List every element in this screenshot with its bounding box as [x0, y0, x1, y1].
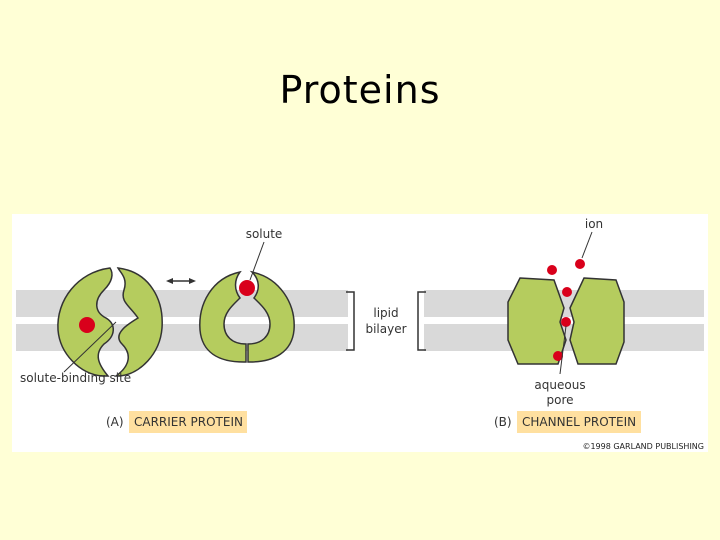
panel-b-letter: (B) [494, 415, 512, 429]
membrane-protein-figure: solute solute-binding site lipid bilayer… [12, 214, 708, 452]
aqueous-label: aqueous [534, 378, 585, 392]
channel-protein [507, 277, 625, 365]
solute-at-binding-site [79, 317, 95, 333]
solute-label: solute [246, 227, 283, 241]
ion-1 [547, 265, 557, 275]
ion-label: ion [585, 217, 603, 231]
solute-pointer [249, 241, 265, 281]
lipid-label: lipid [373, 306, 398, 320]
conformational-change-arrow [166, 278, 196, 284]
panel-b-tag [517, 411, 641, 433]
pore-pointer [559, 325, 567, 375]
panel-a-title: CARRIER PROTEIN [134, 415, 243, 429]
carrier-protein-open-outward [57, 267, 163, 377]
panel-a-tag [129, 411, 247, 433]
pore-label: pore [546, 393, 573, 407]
ion-4 [561, 317, 571, 327]
carrier-protein-occluded [199, 270, 295, 363]
lipid-bilayer-bracket [346, 291, 426, 351]
copyright-notice: ©1998 GARLAND PUBLISHING [582, 442, 704, 451]
slide-title: Proteins [279, 68, 441, 112]
bilayer-label: bilayer [365, 322, 406, 336]
figure-svg: solute solute-binding site lipid bilayer… [16, 217, 704, 451]
panel-a-letter: (A) [106, 415, 124, 429]
ion-pointer [581, 231, 593, 259]
binding-site-pointer [63, 321, 117, 373]
ion-5 [553, 351, 563, 361]
solute-binding-site-label: solute-binding site [20, 371, 131, 385]
panel-b-title: CHANNEL PROTEIN [522, 415, 636, 429]
solute-in-carrier [239, 280, 255, 296]
ion-2 [575, 259, 585, 269]
ion-3 [562, 287, 572, 297]
